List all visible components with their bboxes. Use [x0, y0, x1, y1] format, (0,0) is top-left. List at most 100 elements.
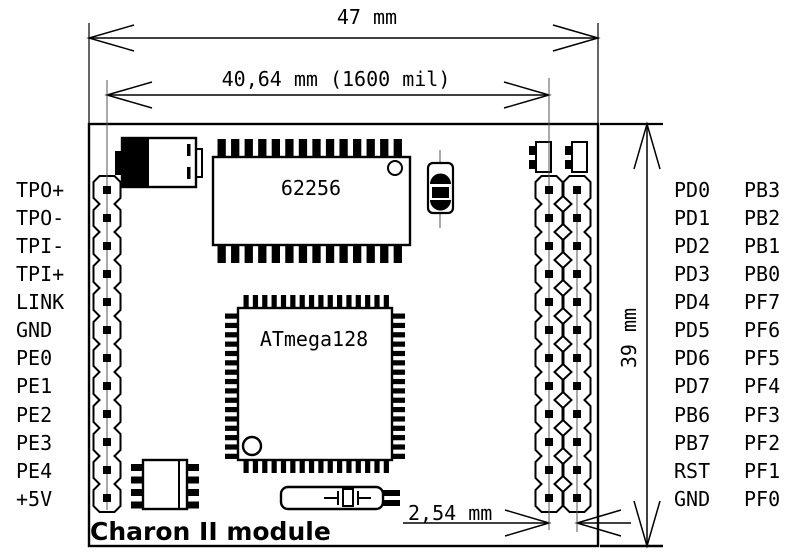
sram-pin — [312, 139, 321, 157]
dimension-47mm — [86, 23, 601, 124]
pad-square — [103, 242, 111, 250]
pin-label: PF0 — [744, 486, 781, 511]
pad-square — [573, 270, 581, 278]
mcu-pin — [327, 295, 333, 308]
mcu-pin — [225, 435, 238, 441]
cap-bar — [187, 144, 191, 156]
mcu-pin — [225, 369, 238, 375]
pin-label: PF3 — [744, 402, 781, 427]
pin-label: PF5 — [744, 346, 781, 371]
pad-square — [103, 186, 111, 194]
pad-square — [573, 466, 581, 474]
pad-square — [545, 354, 553, 362]
module-title: Charon II module — [90, 517, 331, 546]
pin-label: RST — [674, 458, 711, 483]
mcu-pin — [374, 295, 380, 308]
cap-dome-bottom — [430, 200, 451, 211]
mcu-body — [236, 306, 394, 462]
pin-label: PD2 — [674, 234, 711, 259]
pad-square — [103, 410, 111, 418]
arrowhead-right — [552, 24, 601, 52]
mcu-pin — [392, 360, 405, 366]
pin-label: PB6 — [674, 402, 711, 427]
pad-square — [573, 298, 581, 306]
mcu-pin — [392, 369, 405, 375]
pin-label: TPI- — [16, 234, 65, 259]
pin-label: PB1 — [744, 234, 781, 259]
pin-label: PB7 — [674, 430, 711, 455]
mcu-pin — [318, 460, 324, 473]
pad-square — [573, 186, 581, 194]
mcu-pin — [392, 416, 405, 422]
mcu-pin — [225, 453, 238, 459]
pin-label: PD5 — [674, 318, 711, 343]
mcu-pin — [262, 295, 268, 308]
sram-pin — [258, 245, 267, 263]
mcu-pin — [355, 295, 361, 308]
smd-pad — [529, 160, 536, 169]
pin-label: PD7 — [674, 374, 711, 399]
cap-bar — [187, 167, 191, 179]
pad-square — [545, 494, 553, 502]
mcu-pin — [225, 313, 238, 319]
soic-pin — [131, 501, 143, 509]
pad-square — [103, 298, 111, 306]
sram-pin — [231, 245, 240, 263]
sram-body — [211, 155, 412, 247]
smd-body — [535, 141, 552, 173]
arrowhead-left — [86, 24, 135, 52]
mcu-pin — [271, 295, 277, 308]
pin-label: PD6 — [674, 346, 711, 371]
pad-square — [103, 494, 111, 502]
diamond-pad — [553, 418, 573, 438]
pad-square — [545, 410, 553, 418]
pin-label: PE4 — [16, 458, 53, 483]
small-capacitor — [426, 150, 455, 228]
dim-47mm-label: 47 mm — [336, 5, 398, 29]
pin-label: PB2 — [744, 206, 781, 231]
sram-pin — [298, 245, 308, 263]
soic-pin — [187, 464, 199, 471]
mcu-pin — [243, 460, 249, 473]
sram-pin — [325, 139, 335, 157]
diamond-pad — [553, 278, 573, 298]
smd-pad — [565, 146, 572, 155]
sram-pin — [353, 139, 362, 157]
pin-label: TPO+ — [16, 178, 65, 203]
pin-label: PE2 — [16, 402, 53, 427]
sram-pin — [339, 139, 348, 157]
mcu-pin — [243, 295, 249, 308]
pad-square — [573, 494, 581, 502]
mcu-pin — [280, 295, 287, 308]
tantalum-capacitor — [115, 136, 203, 189]
mcu-pin — [392, 332, 405, 338]
mcu-pin — [280, 460, 287, 473]
pin-label: GND — [16, 318, 53, 343]
pad-square — [545, 270, 553, 278]
pin-label: PF6 — [744, 318, 781, 343]
pin-label: PF2 — [744, 430, 781, 455]
pin-label: PD4 — [674, 290, 711, 315]
mcu-pin — [225, 416, 238, 422]
mcu-pin — [392, 378, 405, 385]
smd-capacitor-2 — [565, 141, 588, 173]
smd-capacitor-1 — [529, 141, 552, 173]
soic-pin — [187, 501, 199, 509]
soic-pin — [131, 476, 143, 484]
pad-square — [545, 242, 553, 250]
mcu-pin — [392, 322, 405, 329]
pad-square — [103, 326, 111, 334]
diamond-pad — [553, 194, 573, 214]
pin-label: PD0 — [674, 178, 711, 203]
smd-pad — [565, 160, 572, 169]
pin-label: PF7 — [744, 290, 781, 315]
sram-pin — [312, 245, 321, 263]
smd-body — [571, 141, 588, 173]
sram-pin — [339, 245, 348, 263]
pad-square — [573, 354, 581, 362]
mcu-pin — [383, 460, 389, 473]
mcu-label: ATmega128 — [259, 327, 369, 351]
soic-pin — [131, 489, 143, 496]
